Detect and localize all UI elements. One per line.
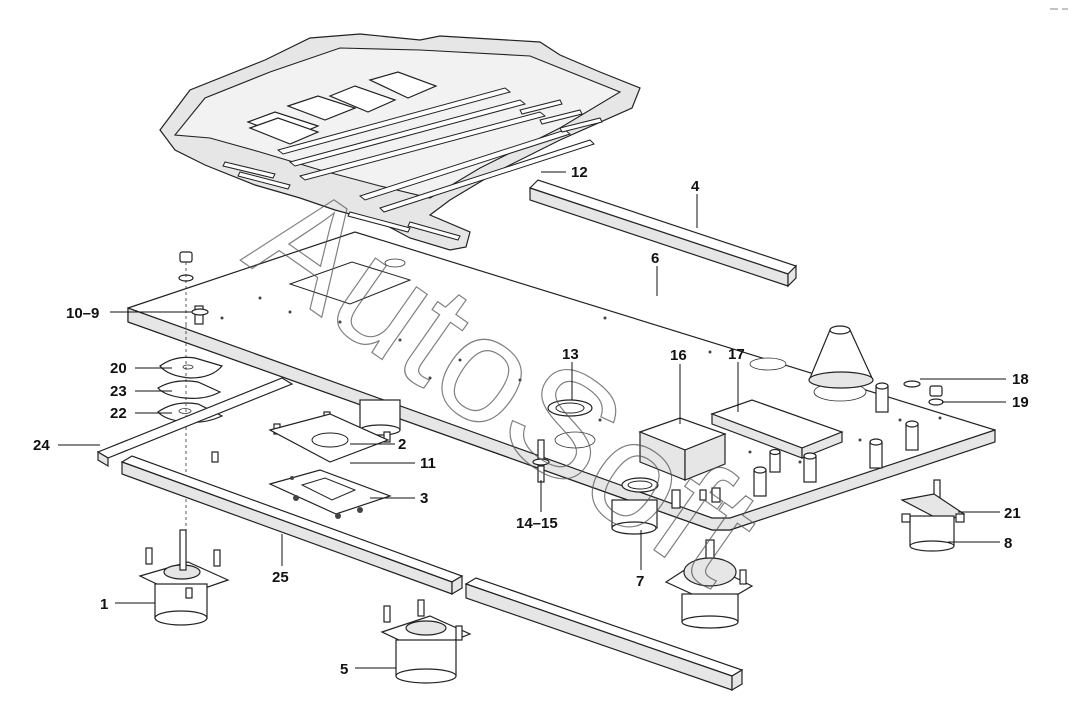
ring-part-13 — [547, 399, 593, 417]
callout-8: 8 — [1004, 535, 1012, 552]
callout-7: 7 — [636, 573, 644, 590]
callout-16: 16 — [670, 347, 687, 364]
rubber-boot — [808, 325, 874, 389]
bar-lower-right — [464, 577, 744, 692]
bracket-block-17 — [710, 399, 844, 459]
callout-25: 25 — [272, 569, 289, 586]
callout-12: 12 — [571, 164, 588, 181]
nut-icon — [178, 251, 944, 406]
leader-lines — [58, 171, 1006, 669]
callout-3: 3 — [420, 490, 428, 507]
standoffs — [753, 382, 919, 497]
callout-5: 5 — [340, 661, 348, 678]
sleeve-part-7 — [611, 477, 659, 535]
box-part-16 — [638, 417, 727, 481]
callout-19: 19 — [1012, 394, 1029, 411]
bar-part-25 — [120, 455, 464, 596]
callout-13: 13 — [562, 346, 579, 363]
callout-10-9: 10–9 — [66, 305, 99, 322]
mount-plates — [268, 413, 392, 519]
callout-6: 6 — [651, 250, 659, 267]
callout-14-15: 14–15 — [516, 515, 558, 532]
callout-23: 23 — [110, 383, 127, 400]
callout-4: 4 — [691, 178, 700, 195]
callout-22: 22 — [110, 405, 127, 422]
engine-mount-icon — [138, 479, 966, 684]
bar-part-4 — [528, 179, 798, 288]
callout-2: 2 — [398, 436, 406, 453]
callout-18: 18 — [1012, 371, 1029, 388]
callout-24: 24 — [33, 437, 50, 454]
callout-labels: 12 4 6 10–9 20 23 22 24 2 11 3 13 16 17 … — [33, 164, 1029, 678]
callout-17: 17 — [728, 346, 745, 363]
callout-20: 20 — [110, 360, 127, 377]
upper-cover-tray — [159, 33, 641, 251]
callout-11: 11 — [420, 455, 436, 472]
callout-1: 1 — [100, 596, 108, 613]
callout-21: 21 — [1004, 505, 1021, 522]
bar-part-24 — [96, 377, 294, 468]
